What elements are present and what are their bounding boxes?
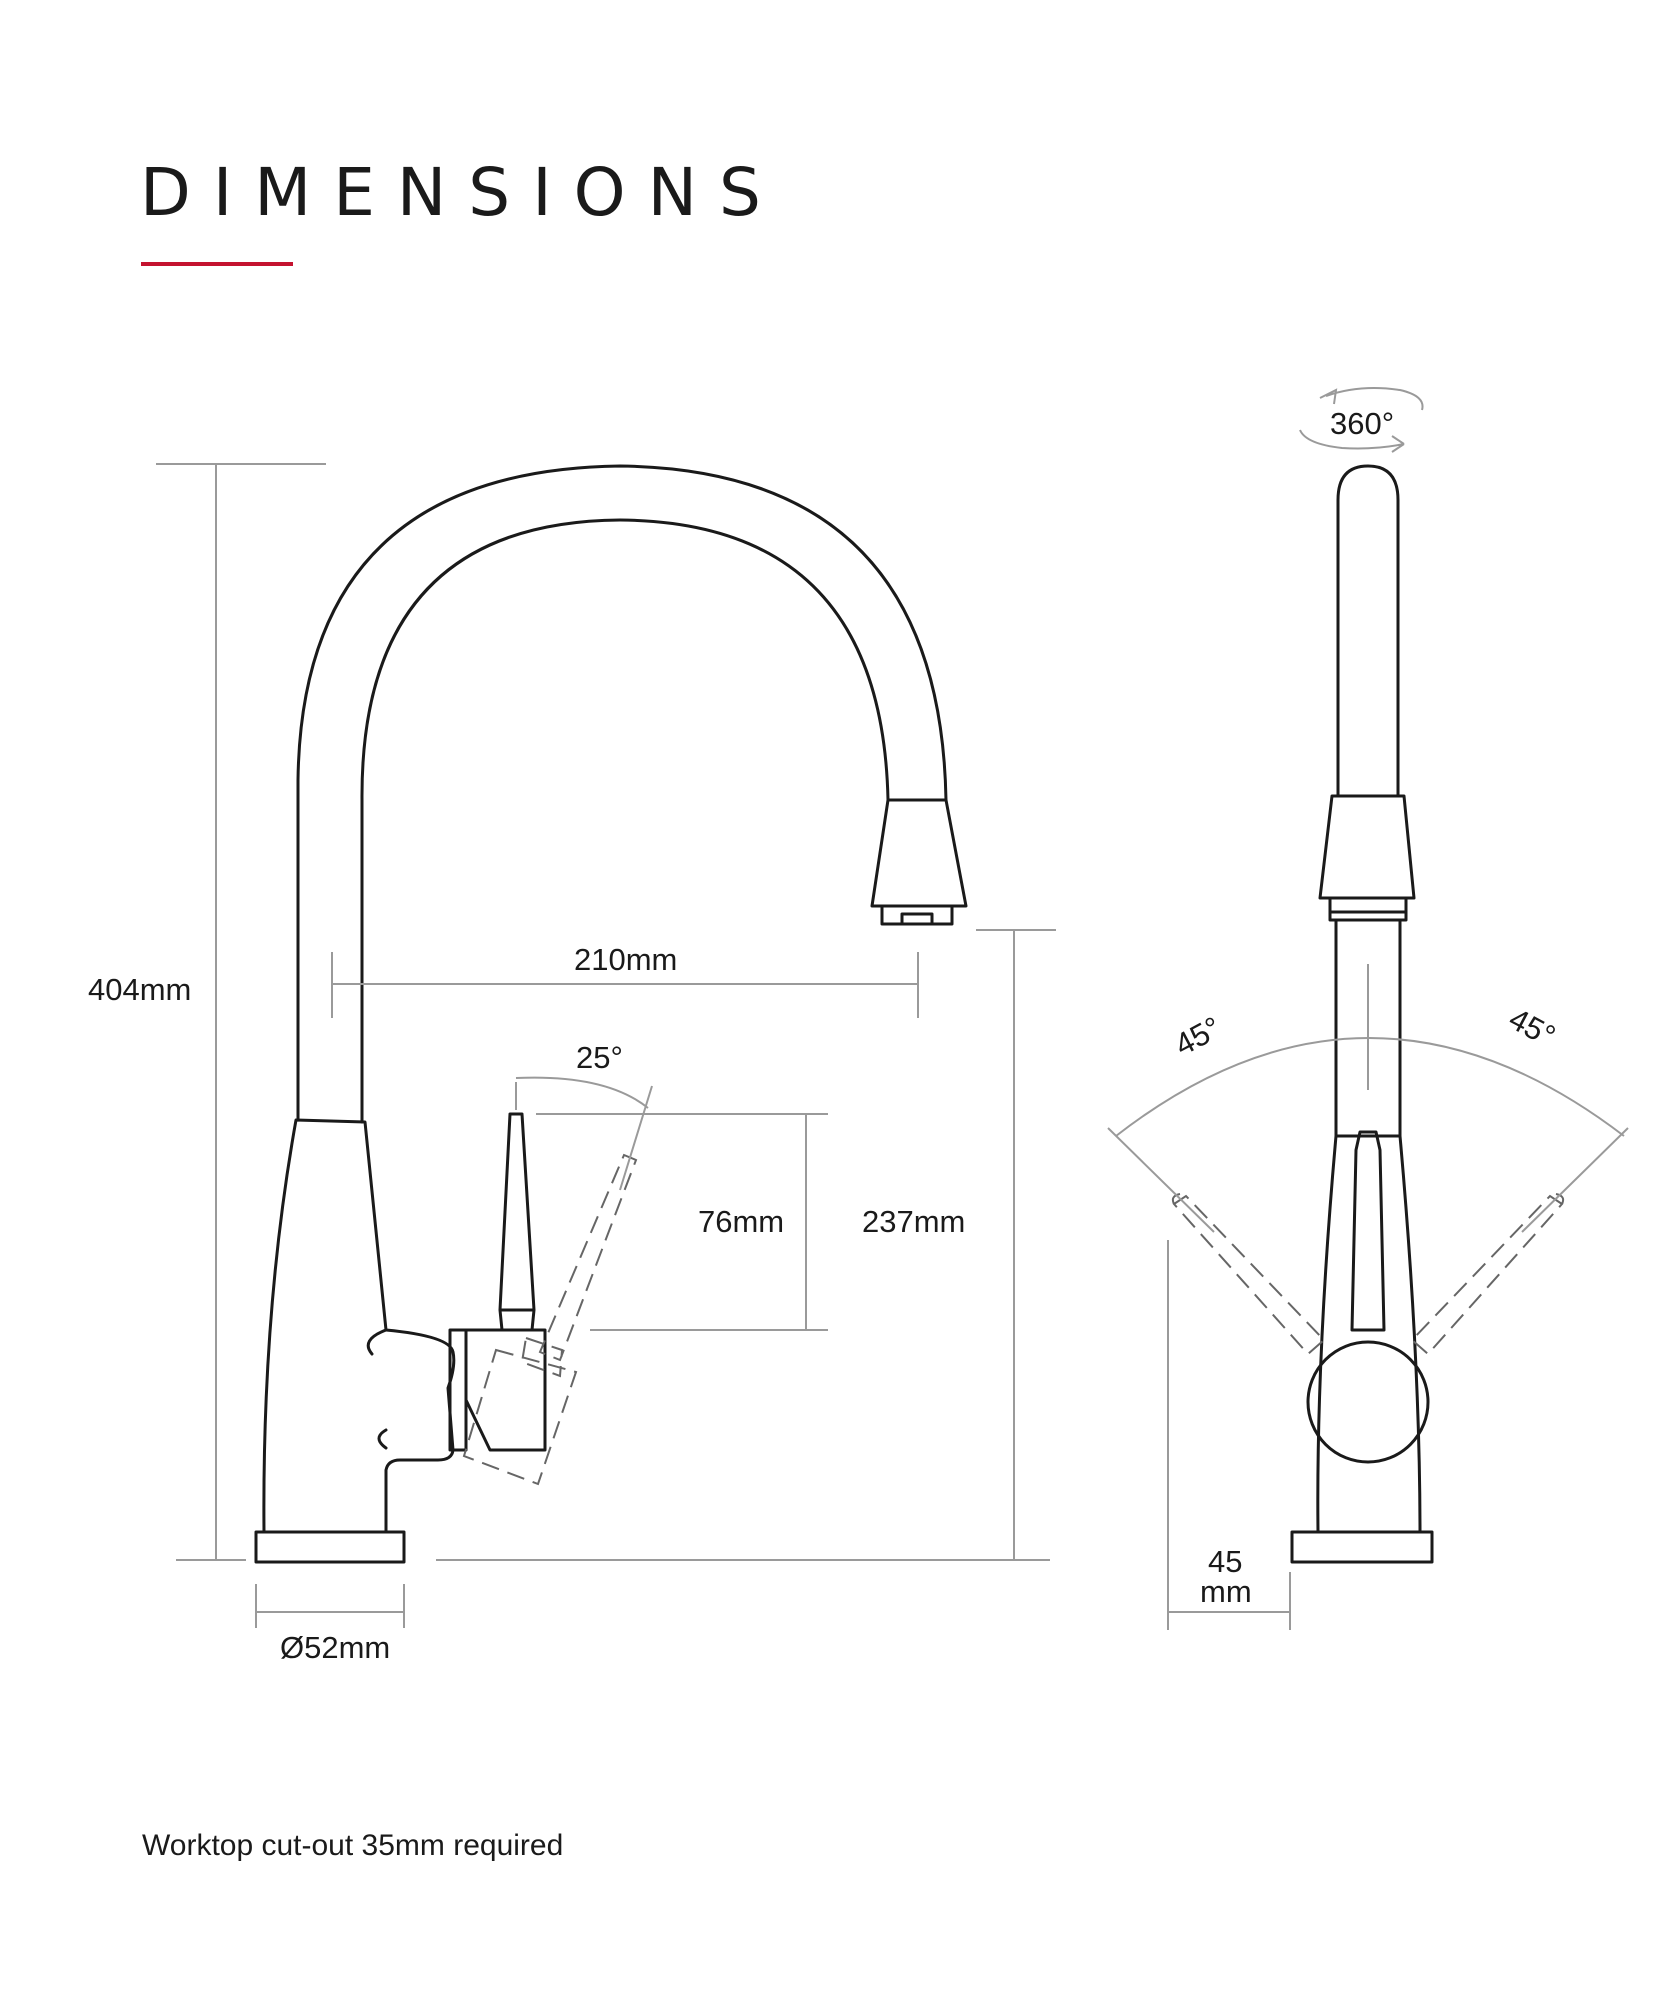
dimension-offset — [1167, 1240, 1291, 1630]
dimension-lever-angle-arc — [515, 1076, 653, 1191]
dimension-lever-height-label: 76mm — [698, 1204, 784, 1239]
dimension-height-404mm — [156, 463, 326, 1561]
dimension-reach-label: 210mm — [574, 942, 677, 977]
dimension-reach-210mm — [331, 952, 919, 1018]
front-lever-hub — [1306, 1340, 1430, 1464]
front-spray-head — [1318, 794, 1416, 900]
dimension-lever-angle-label: 25° — [576, 1040, 623, 1075]
side-lever-housing — [464, 1328, 547, 1452]
dimension-height-label: 404mm — [88, 972, 191, 1007]
dimension-swing-arc — [1115, 1037, 1625, 1137]
front-lever-swing-right — [1410, 1193, 1565, 1356]
side-body-outline — [262, 1118, 456, 1534]
side-lever-handle — [498, 1112, 536, 1332]
side-body-bulge — [366, 1328, 388, 1450]
dimension-right-angle-label: 45° — [1503, 1001, 1561, 1054]
side-spout-inner — [360, 518, 890, 1124]
dimension-spout-height-237mm — [436, 929, 1056, 1561]
title-underline — [141, 262, 293, 266]
front-lever-handle — [1350, 1130, 1386, 1332]
side-aerator-slot — [900, 912, 934, 926]
dimension-spout-height-label: 237mm — [862, 1204, 965, 1239]
dimension-swing-left-leg — [1107, 1127, 1215, 1233]
dimension-lever-height-76mm — [536, 1113, 828, 1331]
dimension-base-label: Ø52mm — [280, 1630, 390, 1665]
front-body-outline — [1316, 1134, 1422, 1534]
footnote: Worktop cut-out 35mm required — [142, 1829, 564, 1862]
dimension-base-diameter — [255, 1584, 405, 1628]
front-lever-swing-left — [1171, 1193, 1326, 1356]
front-view: 45° 45° 360° 45 mm — [1107, 387, 1629, 1630]
dimension-offset-unit: mm — [1200, 1574, 1252, 1609]
front-spray-collar — [1328, 896, 1408, 922]
dimension-swing-right-leg — [1521, 1127, 1629, 1233]
side-view: 404mm 210mm 25° 76mm 237mm Ø52mm — [88, 463, 1056, 1665]
side-base-plate — [254, 1530, 406, 1564]
side-spout-outer — [296, 464, 948, 1122]
side-lever-swing-ghost — [462, 1153, 638, 1486]
dimension-rotation-arrows — [1299, 387, 1424, 453]
page-title: DIMENSIONS — [140, 154, 783, 231]
dimension-offset-value: 45 — [1208, 1544, 1242, 1579]
front-spout-lower — [1334, 918, 1402, 1138]
dimension-left-angle-label: 45° — [1169, 1010, 1227, 1063]
dimension-rotation-label: 360° — [1330, 406, 1394, 441]
front-base-plate — [1290, 1530, 1434, 1564]
side-spray-head — [870, 798, 968, 908]
front-spout-column — [1336, 464, 1400, 798]
